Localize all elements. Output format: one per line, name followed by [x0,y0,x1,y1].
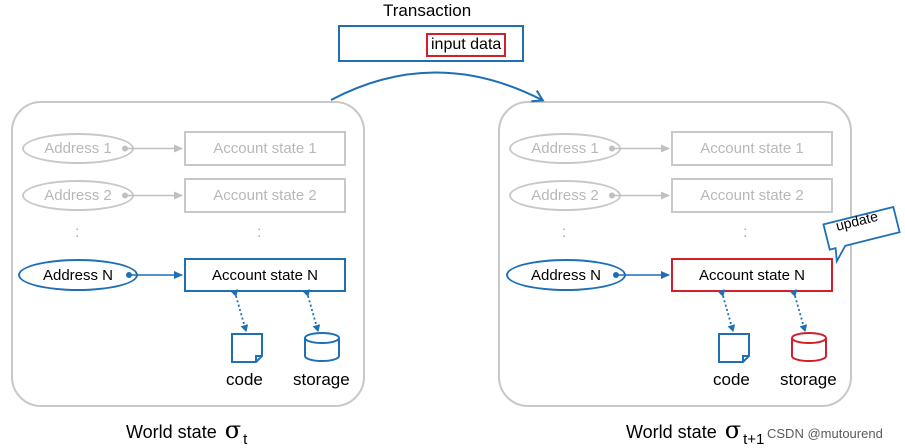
left-arrows [122,144,321,332]
transaction-title: Transaction [383,1,472,20]
storage-label-right: storage [780,370,837,389]
world-state-text-right: World state [626,422,717,442]
ellipsis-left-2: : [257,224,262,241]
code-label-left: code [226,370,263,389]
account-state-2-right: Account state 2 [671,178,833,213]
storage-icon-right-updated [791,332,827,362]
right-arrows [609,144,808,332]
update-callout [822,205,901,265]
transition-arrow [330,71,545,103]
ellipsis-right-2: : [743,224,748,241]
transaction-box: input data [338,25,524,62]
account-state-n-right: Account state N [671,258,833,292]
account-state-n-left: Account state N [184,258,346,292]
account-state-2-left: Account state 2 [184,178,346,213]
ellipsis-right-1: : [562,224,567,241]
world-state-title-right: World state σ t+1 [626,416,764,448]
account-state-1-left: Account state 1 [184,131,346,166]
sigma-left: σ [224,416,242,444]
ellipsis-left-1: : [75,224,80,241]
sigma-right: σ [724,416,742,444]
watermark: CSDN @mutourend [767,426,883,441]
input-data-field: input data [426,33,507,57]
world-state-text-left: World state [126,422,217,442]
storage-label-left: storage [293,370,350,389]
account-state-1-right: Account state 1 [671,131,833,166]
world-state-title-left: World state σ t [126,416,247,448]
code-icon [231,333,263,363]
storage-icon [304,332,340,362]
code-icon-right [718,333,750,363]
subscript-right: t+1 [743,431,765,448]
subscript-left: t [243,431,248,448]
code-label-right: code [713,370,750,389]
